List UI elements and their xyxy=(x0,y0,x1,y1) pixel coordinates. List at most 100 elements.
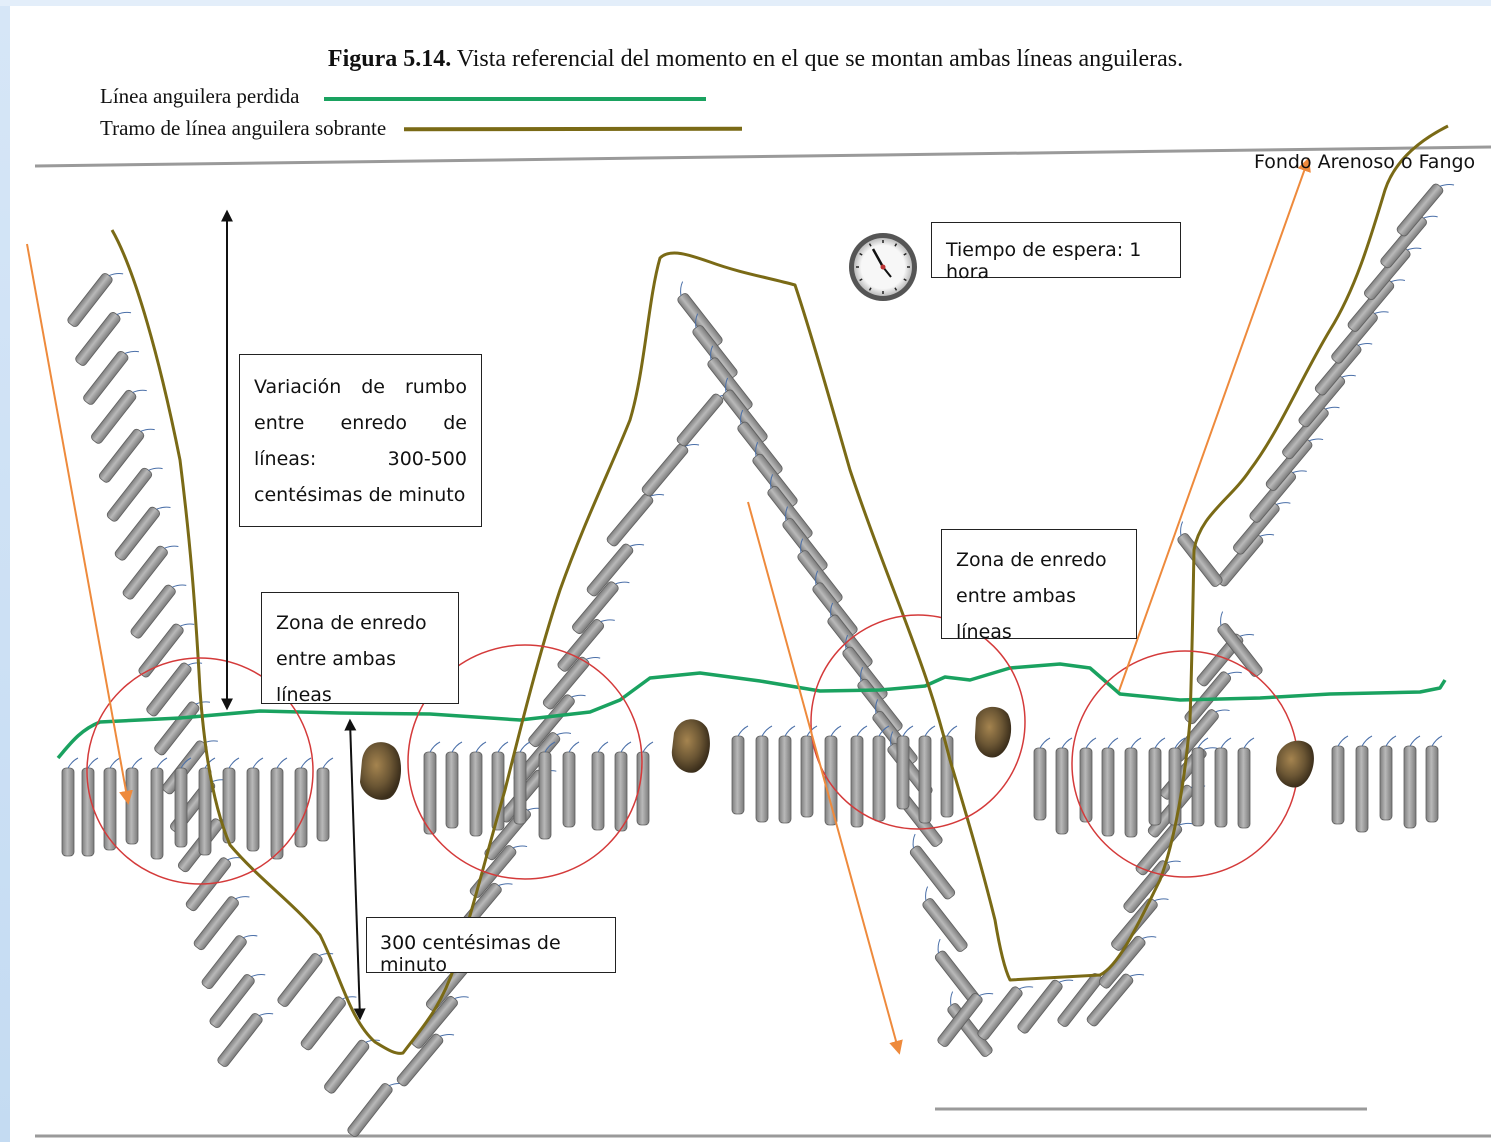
clock-icon xyxy=(849,233,917,301)
trap-icon xyxy=(557,619,615,672)
trap-icon xyxy=(1425,735,1443,823)
trap-icon xyxy=(909,833,956,900)
trap-icon xyxy=(130,584,187,639)
rock-icon xyxy=(360,742,402,800)
trap-icon xyxy=(103,757,121,851)
lost-line-traps xyxy=(61,725,1443,860)
current-arrow xyxy=(1118,157,1311,692)
figure-title: Figura 5.14. Vista referencial del momen… xyxy=(0,46,1491,73)
course-variation-text: Variación de rumbo entre enredo de línea… xyxy=(254,376,467,506)
trap-icon xyxy=(277,952,334,1007)
trap-icon xyxy=(922,886,968,952)
trap-icon xyxy=(1124,737,1142,838)
distance-text: 300 centésimas de minuto xyxy=(380,932,561,976)
trap-icon xyxy=(209,974,266,1028)
trap-icon xyxy=(67,272,124,327)
trap-icon xyxy=(636,741,654,826)
trap-icon xyxy=(154,701,211,756)
trap-icon xyxy=(641,443,700,497)
trap-icon xyxy=(1298,374,1356,428)
rock-icon xyxy=(671,719,710,773)
distance-arrow xyxy=(344,718,366,1021)
trap-icon xyxy=(146,662,203,717)
trap-icon xyxy=(755,725,773,823)
trap-icon xyxy=(1191,737,1209,827)
trap-icon xyxy=(83,350,140,405)
trap-icon xyxy=(324,1039,380,1094)
trap-icon xyxy=(198,757,216,856)
wait-time-text: Tiempo de espera: 1 hora xyxy=(946,239,1142,283)
trap-icon xyxy=(857,667,903,733)
tangle-zone-text: Zona de enredo entre ambas líneas xyxy=(956,549,1107,643)
trap-icon xyxy=(614,741,632,832)
rock-icon xyxy=(974,706,1012,758)
trap-icon xyxy=(270,757,288,860)
trap-icon xyxy=(174,757,192,848)
trap-icon xyxy=(61,757,79,857)
trap-icon xyxy=(542,656,601,710)
trap-icon xyxy=(918,725,936,824)
trap-icon xyxy=(1396,183,1455,237)
trap-icon xyxy=(445,741,463,829)
rock-icon xyxy=(1275,740,1314,788)
trap-icon xyxy=(98,428,155,483)
trap-icon xyxy=(81,757,99,857)
trap-icon xyxy=(1217,611,1263,677)
trap-icon xyxy=(1403,735,1421,829)
trap-icon xyxy=(1379,735,1397,821)
legend-label-lost-line: Línea anguilera perdida xyxy=(100,84,300,108)
distance-box: 300 centésimas de minuto xyxy=(366,917,616,976)
trap-icon xyxy=(850,725,868,828)
trap-icon xyxy=(1314,342,1373,396)
surplus-line xyxy=(110,124,1449,1055)
tangle-zone-text: Zona de enredo entre ambas líneas xyxy=(276,612,427,706)
trap-icon xyxy=(1055,737,1073,835)
trap-icon xyxy=(1347,279,1406,332)
trap-icon xyxy=(800,725,818,818)
left-frame-border xyxy=(0,0,10,1142)
wait-time-box: Tiempo de espera: 1 hora xyxy=(931,222,1181,283)
trap-icon xyxy=(872,725,890,822)
trap-icon xyxy=(150,757,168,860)
trap-icon xyxy=(513,741,531,825)
trap-icon xyxy=(937,992,994,1047)
trap-icon xyxy=(193,896,250,951)
trap-icon xyxy=(572,581,630,635)
trap-icon xyxy=(396,1033,455,1087)
tangle-zone-box: Zona de enredo entre ambas líneas xyxy=(941,529,1137,643)
trap-icon xyxy=(1265,438,1324,491)
trap-icon xyxy=(347,1082,404,1137)
trap-icon xyxy=(896,725,914,810)
trap-icon xyxy=(778,725,796,824)
trap-icon xyxy=(91,389,147,444)
trap-icon xyxy=(586,543,645,597)
trap-icon xyxy=(538,741,556,840)
legend-label-surplus-line: Tramo de línea anguilera sobrante xyxy=(100,116,387,140)
trap-icon xyxy=(562,741,580,828)
trap-icon xyxy=(1101,737,1119,837)
trap-icon xyxy=(122,545,179,600)
figure-caption: Vista referencial del momento en el que … xyxy=(451,46,1184,72)
figure-number: Figura 5.14. xyxy=(327,46,452,72)
bottom-type-label: Fondo Arenoso o Fango xyxy=(1254,151,1476,173)
trap-icon xyxy=(1355,735,1373,833)
trap-icon xyxy=(423,741,441,835)
trap-icon xyxy=(1017,979,1074,1034)
trap-icon xyxy=(591,741,609,831)
trap-icon xyxy=(1148,737,1166,826)
trap-icon xyxy=(606,493,665,547)
trap-icon xyxy=(316,757,334,842)
current-arrow xyxy=(26,243,133,805)
trap-icon xyxy=(1086,973,1145,1027)
top-frame-border xyxy=(0,0,1491,6)
trap-icon xyxy=(469,741,487,837)
trap-icon xyxy=(217,1012,274,1067)
trap-icon xyxy=(1177,521,1223,587)
trap-icon xyxy=(1363,247,1422,301)
tangle-zone-circle xyxy=(407,644,643,880)
tangle-zone-circle xyxy=(810,614,1026,830)
trap-icon xyxy=(977,986,1034,1041)
current-arrow xyxy=(747,501,903,1055)
tangle-zone-circle xyxy=(86,657,314,885)
